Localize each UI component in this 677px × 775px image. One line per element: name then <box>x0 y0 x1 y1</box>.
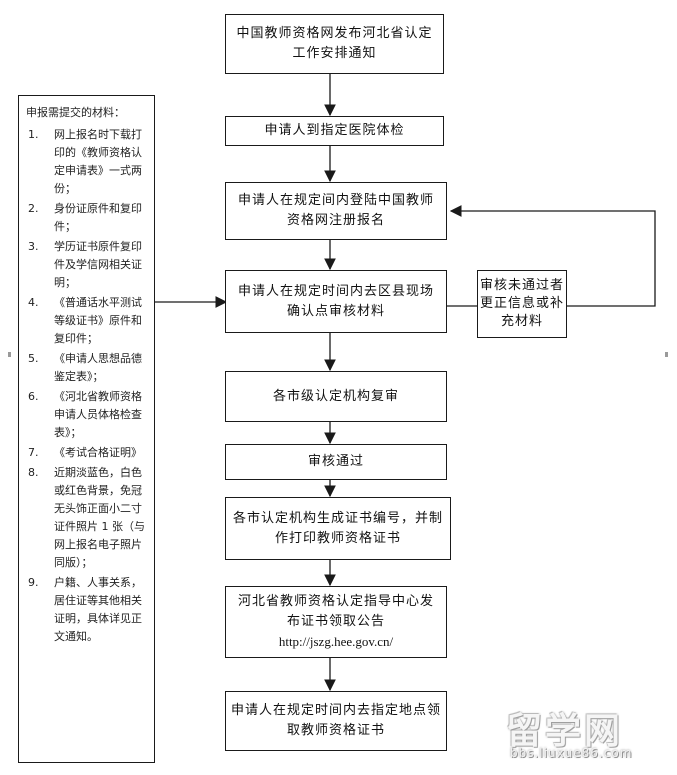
item-text: 网上报名时下载打印的《教师资格认定申请表》一式两份； <box>54 128 142 195</box>
step-text-line: 更正信息或补 <box>479 296 564 311</box>
step-text-line: 确认点审核材料 <box>286 303 385 319</box>
resize-handle-left[interactable] <box>8 352 11 357</box>
watermark-url: bbs.liuxue86.com <box>510 746 633 760</box>
step-city-review: 各市级认定机构复审 <box>225 371 447 422</box>
step-medical-exam: 申请人到指定医院体检 <box>225 116 444 146</box>
materials-item: 4. 《普通话水平测试等级证书》原件和复印件； <box>26 294 148 348</box>
item-number: 5. <box>28 352 39 365</box>
step-text-line: 审核通过 <box>307 454 364 469</box>
item-text: 《河北省教师资格申请人员体格检查表》； <box>54 390 142 439</box>
item-text: 学历证书原件复印件及学信网相关证明； <box>54 240 142 289</box>
materials-item: 2. 身份证原件和复印件； <box>26 200 148 236</box>
step-text-line: 充材料 <box>500 314 543 329</box>
step-text-line: 工作安排通知 <box>292 46 377 61</box>
step-collect-certificate: 申请人在规定时间内去指定地点领 取教师资格证书 <box>225 691 447 751</box>
step-text-line: 申请人到指定医院体检 <box>264 123 405 138</box>
step-text-line: 申请人在规定时间内去区县现场 <box>237 283 434 299</box>
watermark-logo-text: 留学网 <box>506 711 624 752</box>
item-number: 9. <box>28 576 39 589</box>
materials-item: 7. 《考试合格证明》 <box>26 444 148 462</box>
item-text: 《普通话水平测试等级证书》原件和复印件； <box>54 296 142 345</box>
step-text-line: 中国教师资格网发布河北省认定 <box>236 26 433 41</box>
item-number: 2. <box>28 202 39 215</box>
item-text: 身份证原件和复印件； <box>54 202 142 233</box>
materials-title: 申报需提交的材料： <box>26 106 125 119</box>
step-text-line: 布证书领取公告 <box>286 614 385 629</box>
materials-item: 8. 近期淡蓝色，白色或红色背景，免冠无头饰正面小二寸证件照片 1 张（与网上报名… <box>26 464 148 572</box>
item-number: 1. <box>28 128 39 141</box>
item-text: 《考试合格证明》 <box>54 446 142 459</box>
materials-box: 申报需提交的材料： 1. 网上报名时下载打印的《教师资格认定申请表》一式两份； 2… <box>18 95 155 763</box>
materials-list: 1. 网上报名时下载打印的《教师资格认定申请表》一式两份； 2. 身份证原件和复印件… <box>26 126 148 646</box>
item-text: 《申请人思想品德鉴定表》； <box>54 352 142 383</box>
materials-item: 9. 户籍、人事关系，居住证等其他相关证明，具体详见正文通知。 <box>26 574 148 646</box>
step-text-line: 各市级认定机构复审 <box>272 388 399 404</box>
materials-item: 5. 《申请人思想品德鉴定表》； <box>26 350 148 386</box>
step-publish-notice: 中国教师资格网发布河北省认定 工作安排通知 <box>225 14 444 74</box>
step-onsite-confirmation: 申请人在规定时间内去区县现场 确认点审核材料 <box>225 270 447 333</box>
item-number: 3. <box>28 240 39 253</box>
arrow-reject-loop <box>449 205 656 307</box>
item-number: 7. <box>28 446 39 459</box>
step-reject-correct: 审核未通过者 更正信息或补 充材料 <box>477 270 567 338</box>
step-text-line: 河北省教师资格认定指导中心发 <box>237 594 434 609</box>
step-approved: 审核通过 <box>225 444 447 480</box>
step-text-line: 各市认定机构生成证书编号，并制 <box>232 510 443 526</box>
step-publish-collection-notice: 河北省教师资格认定指导中心发 布证书领取公告 http://jszg.hee.g… <box>225 586 447 658</box>
resize-handle-right[interactable] <box>665 352 668 357</box>
step-text-line: 取教师资格证书 <box>286 723 385 738</box>
watermark-logo: 留学网 bbs.liuxue86.com <box>506 702 671 772</box>
item-number: 4. <box>28 296 39 309</box>
materials-item: 1. 网上报名时下载打印的《教师资格认定申请表》一式两份； <box>26 126 148 198</box>
item-text: 户籍、人事关系，居住证等其他相关证明，具体详见正文通知。 <box>54 576 142 643</box>
step-text-line: 作打印教师资格证书 <box>274 530 401 546</box>
step-generate-certificate: 各市认定机构生成证书编号，并制 作打印教师资格证书 <box>225 497 451 560</box>
step-text-line: 申请人在规定时间内去指定地点领 <box>230 703 441 718</box>
step-text-line: 资格网注册报名 <box>286 213 385 228</box>
step-url: http://jszg.hee.gov.cn/ <box>278 634 394 649</box>
step-text-line: 审核未通过者 <box>479 278 564 293</box>
item-number: 8. <box>28 466 39 479</box>
step-text-line: 申请人在规定间内登陆中国教师 <box>237 193 434 208</box>
item-text: 近期淡蓝色，白色或红色背景，免冠无头饰正面小二寸证件照片 1 张（与网上报名电子… <box>54 466 145 569</box>
materials-item: 6. 《河北省教师资格申请人员体格检查表》； <box>26 388 148 442</box>
materials-item: 3. 学历证书原件复印件及学信网相关证明； <box>26 238 148 292</box>
item-number: 6. <box>28 390 39 403</box>
step-online-registration: 申请人在规定间内登陆中国教师 资格网注册报名 <box>225 182 447 240</box>
